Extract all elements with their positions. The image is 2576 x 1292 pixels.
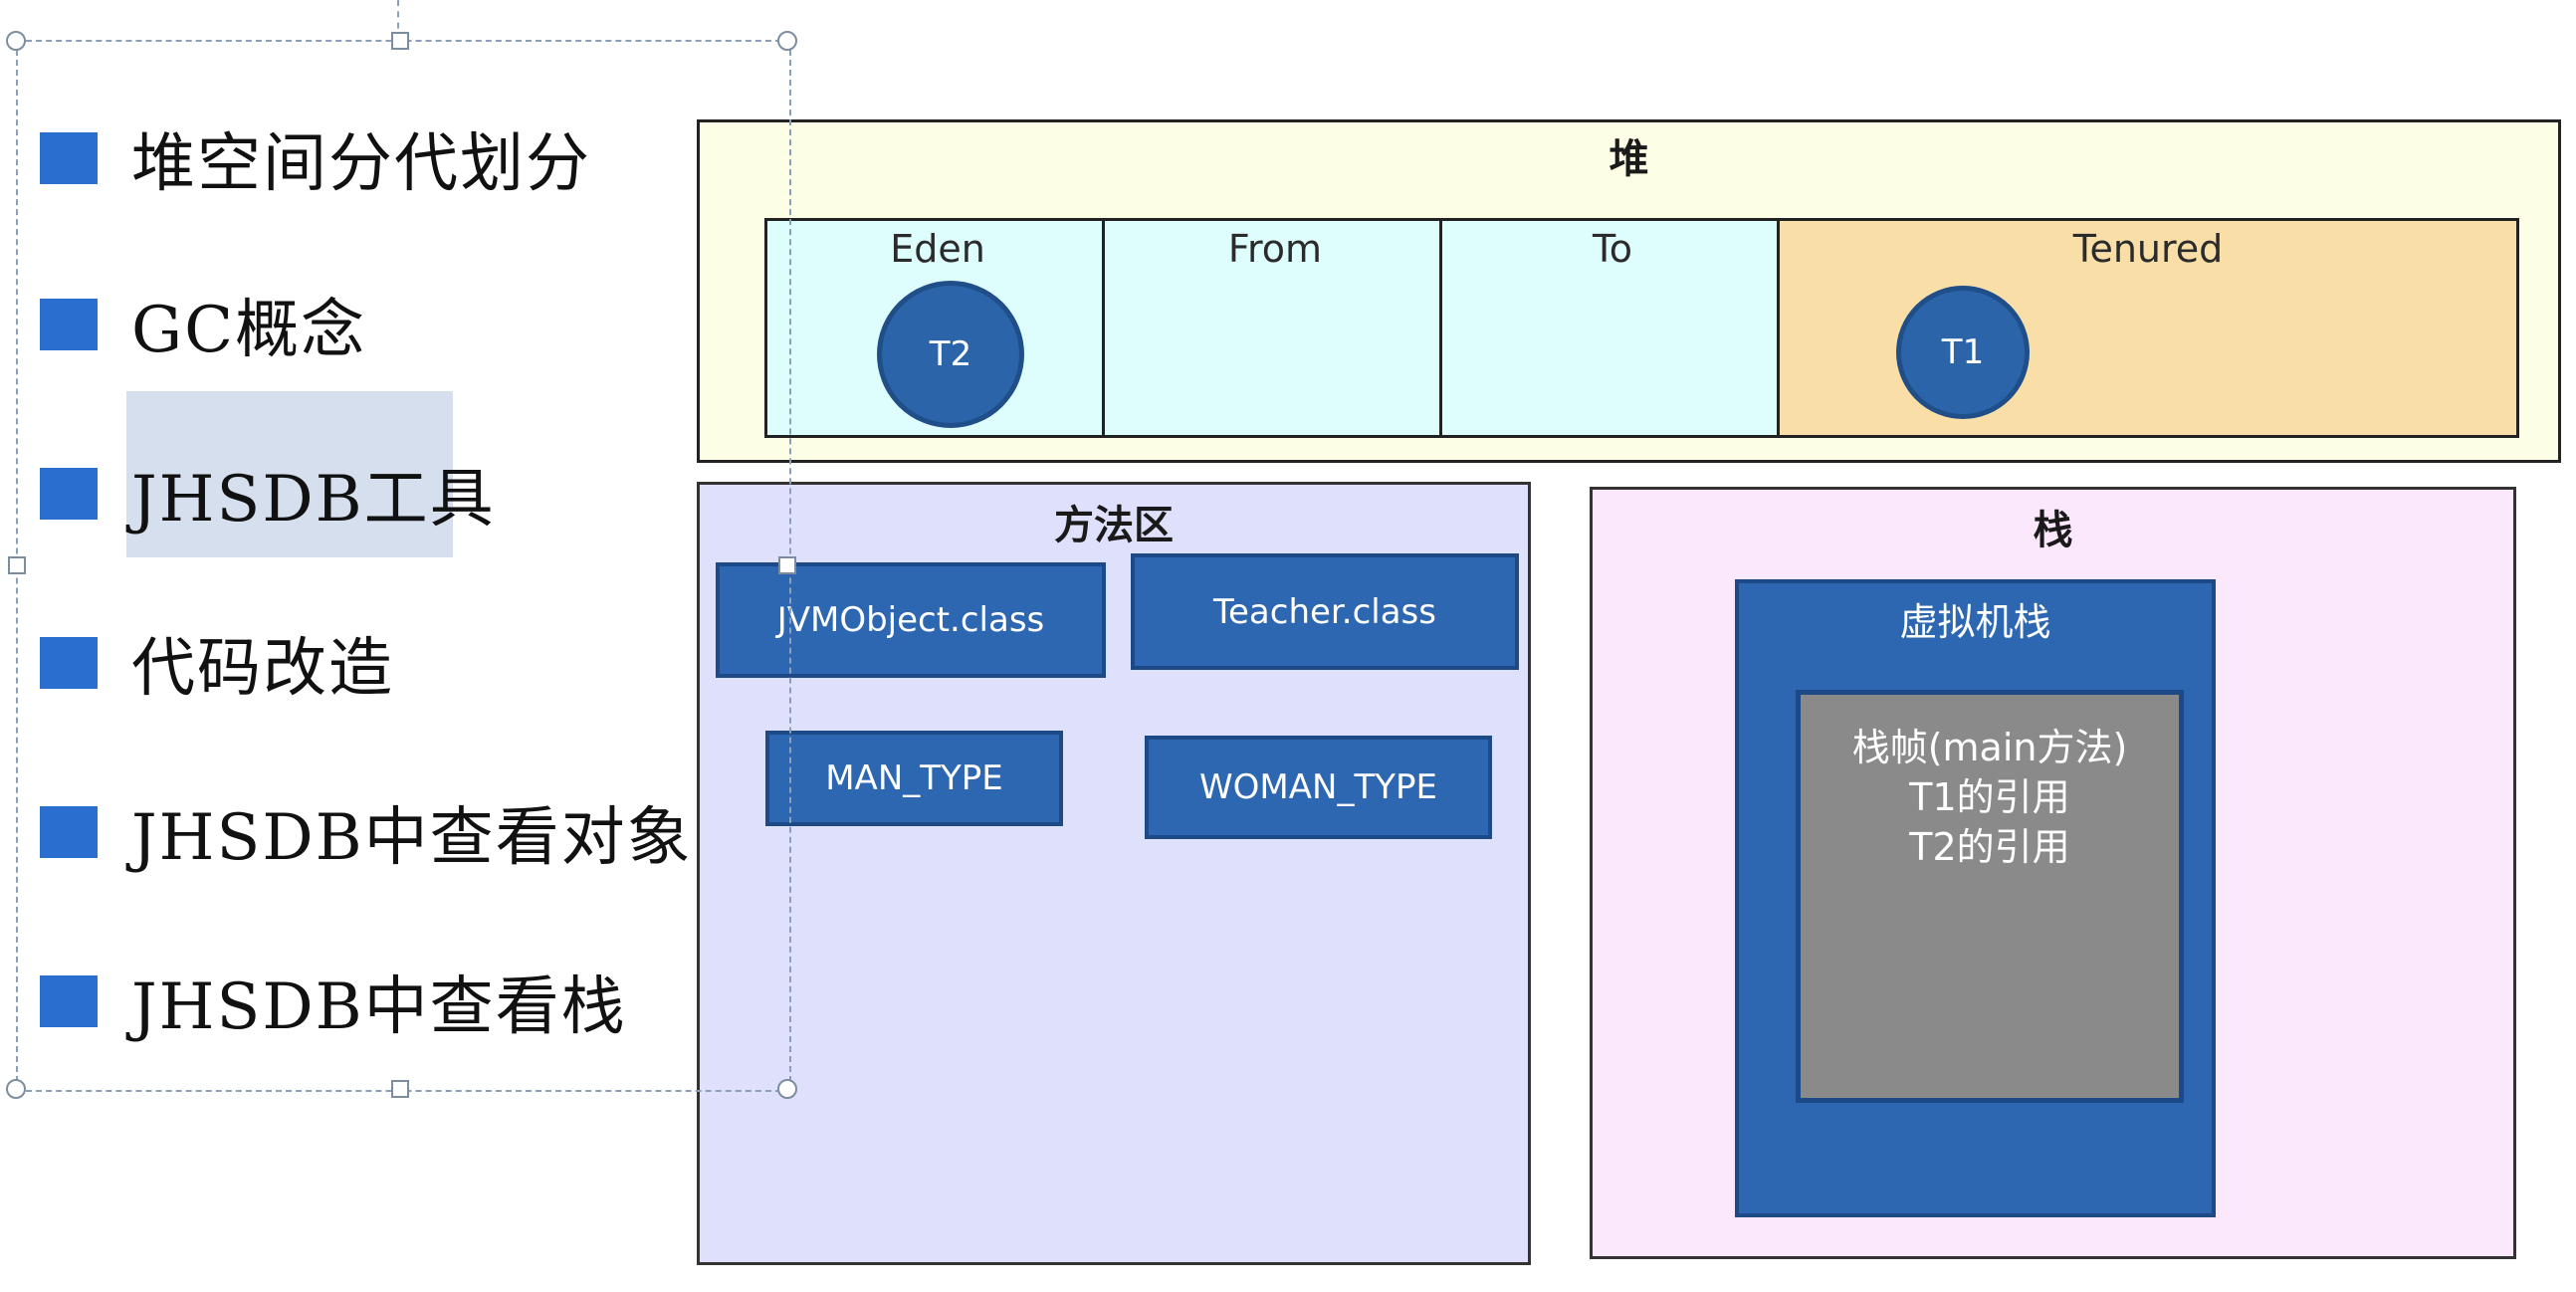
- to-label: To: [1592, 227, 1632, 271]
- outline-item-label: 堆空间分代划分: [131, 127, 591, 201]
- jvmobject-class-box[interactable]: JVMObject.class: [716, 562, 1106, 678]
- outline-item-jhsdb-view-objects[interactable]: JHSDB中查看对象: [40, 777, 693, 887]
- method-area-title: 方法区: [1054, 503, 1174, 548]
- bullet-square-icon: [40, 468, 98, 520]
- tenured-label: Tenured: [2072, 227, 2224, 271]
- vm-stack-title: 虚拟机栈: [1899, 600, 2051, 644]
- stack-title: 栈: [2033, 508, 2073, 553]
- bullet-square-icon: [40, 975, 98, 1027]
- survivor-to-space: To: [1439, 218, 1786, 438]
- selected-item-highlight: [126, 391, 453, 557]
- rotate-handle-line: [397, 0, 399, 40]
- outline-item-code-refactor[interactable]: 代码改造: [40, 608, 394, 718]
- resize-handle-right[interactable]: [778, 556, 796, 574]
- outline-item-label: JHSDB中查看对象: [131, 801, 693, 875]
- frame-line-main: 栈帧(main方法): [1851, 726, 2128, 769]
- bullet-square-icon: [40, 637, 98, 689]
- bullet-square-icon: [40, 132, 98, 184]
- resize-handle-top[interactable]: [391, 32, 409, 50]
- stack-frame-main[interactable]: 栈帧(main方法) T1的引用 T2的引用: [1796, 690, 2184, 1103]
- teacher-class-box[interactable]: Teacher.class: [1131, 553, 1519, 670]
- tenured-space: Tenured T1: [1777, 218, 2519, 438]
- vm-stack[interactable]: 虚拟机栈 栈帧(main方法) T1的引用 T2的引用: [1735, 579, 2216, 1217]
- man-type-box[interactable]: MAN_TYPE: [765, 731, 1063, 826]
- outline-item-label: 代码改造: [131, 632, 394, 706]
- outline-item-jhsdb-view-stack[interactable]: JHSDB中查看栈: [40, 947, 627, 1056]
- outline-item-gc-concept[interactable]: GC概念: [40, 270, 366, 379]
- bullet-square-icon: [40, 806, 98, 858]
- eden-space: Eden T2: [764, 218, 1111, 438]
- outline-item-heap-generations[interactable]: 堆空间分代划分: [40, 104, 591, 213]
- stack-region: 栈 虚拟机栈 栈帧(main方法) T1的引用 T2的引用: [1590, 487, 2516, 1259]
- outline-item-label: JHSDB中查看栈: [131, 970, 627, 1044]
- resize-handle-bottom[interactable]: [391, 1080, 409, 1098]
- method-area-region: 方法区 JVMObject.class Teacher.class MAN_TY…: [697, 482, 1531, 1265]
- heap-region: 堆 Eden T2 From To Tenured T1: [697, 119, 2561, 463]
- outline-item-label: JHSDB工具: [131, 463, 496, 537]
- resize-handle-bottom-left[interactable]: [6, 1079, 26, 1099]
- resize-handle-left[interactable]: [8, 556, 26, 574]
- resize-handle-bottom-right[interactable]: [777, 1079, 797, 1099]
- resize-handle-top-left[interactable]: [6, 31, 26, 51]
- woman-type-box[interactable]: WOMAN_TYPE: [1145, 736, 1492, 839]
- heap-title: 堆: [1609, 136, 1649, 182]
- from-label: From: [1227, 227, 1323, 271]
- object-t1[interactable]: T1: [1896, 286, 2030, 419]
- frame-line-t2-ref: T2的引用: [1909, 825, 2070, 869]
- frame-line-t1-ref: T1的引用: [1909, 775, 2070, 819]
- outline-item-jhsdb-tool[interactable]: JHSDB工具: [40, 439, 496, 548]
- bullet-square-icon: [40, 299, 98, 350]
- resize-handle-top-right[interactable]: [777, 31, 797, 51]
- outline-item-label: GC概念: [131, 294, 367, 367]
- object-t2[interactable]: T2: [877, 281, 1024, 428]
- eden-label: Eden: [890, 227, 985, 271]
- survivor-from-space: From: [1102, 218, 1448, 438]
- selection-frame[interactable]: [16, 40, 791, 1092]
